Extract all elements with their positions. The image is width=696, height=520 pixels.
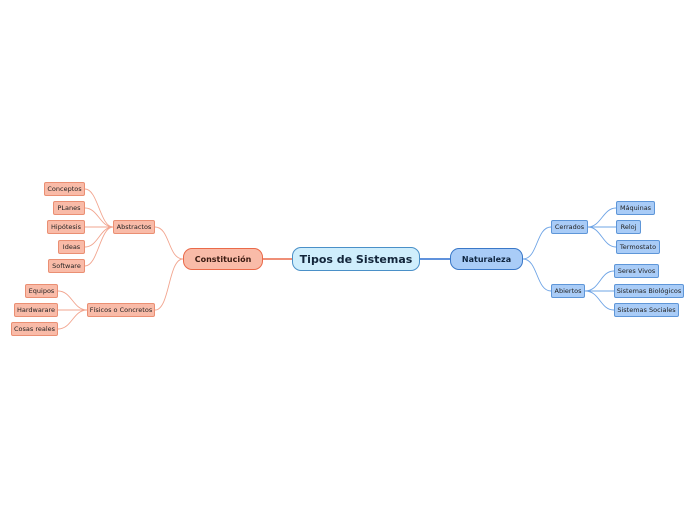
leaf-equipos[interactable]: Equipos	[25, 284, 58, 298]
leaf-label: Hardwarare	[16, 306, 56, 314]
leaf-label: PLanes	[57, 204, 81, 212]
leaf-ideas[interactable]: Ideas	[58, 240, 85, 254]
leaf-termostato[interactable]: Termostato	[616, 240, 660, 254]
central-topic-label: Tipos de Sistemas	[299, 252, 413, 266]
leaf-label: Reloj	[620, 223, 637, 231]
leaf-label: Ideas	[62, 243, 81, 251]
branch-constitucion[interactable]: Constitución	[183, 248, 263, 270]
connector-cerrados	[522, 226, 552, 260]
leaf-label: Software	[52, 262, 81, 270]
connector-conceptos	[84, 188, 114, 228]
leaf-label: Cosas reales	[13, 325, 56, 333]
leaf-label: Máquinas	[619, 204, 652, 212]
leaf-planes[interactable]: PLanes	[53, 201, 85, 215]
leaf-sistemas-sociales[interactable]: Sistemas Sociales	[614, 303, 679, 317]
branch-constitucion-label: Constitución	[194, 254, 252, 264]
subtopic-label: Abiertos	[554, 287, 582, 295]
connector-seres-vivos	[584, 270, 615, 292]
leaf-label: Sistemas Biológicos	[616, 287, 682, 295]
subtopic-label: Abstractos	[116, 223, 152, 231]
subtopic-label: Cerrados	[554, 223, 585, 231]
branch-naturaleza[interactable]: Naturaleza	[450, 248, 523, 270]
connector-ideas	[84, 226, 114, 248]
leaf-hipotesis[interactable]: Hipótesis	[47, 220, 85, 234]
leaf-software[interactable]: Software	[48, 259, 85, 273]
leaf-label: Hipótesis	[51, 223, 81, 231]
leaf-cosas-reales[interactable]: Cosas reales	[11, 322, 58, 336]
subtopic-abiertos[interactable]: Abiertos	[551, 284, 585, 298]
leaf-hardwarare[interactable]: Hardwarare	[14, 303, 58, 317]
connector-termostato	[587, 226, 617, 248]
connector-sistemas-sociales	[584, 290, 615, 311]
branch-naturaleza-label: Naturaleza	[461, 254, 512, 264]
subtopic-label: Físicos o Concretos	[89, 306, 153, 314]
leaf-sistemas-biologicos[interactable]: Sistemas Biológicos	[614, 284, 684, 298]
leaf-conceptos[interactable]: Conceptos	[44, 182, 85, 196]
connector-equipos	[57, 290, 88, 311]
leaf-label: Conceptos	[47, 185, 82, 193]
leaf-reloj[interactable]: Reloj	[616, 220, 641, 234]
connector-fisicos	[154, 258, 184, 311]
subtopic-abstractos[interactable]: Abstractos	[113, 220, 155, 234]
connector-abstractos	[154, 226, 184, 260]
connector-software	[84, 226, 114, 267]
leaf-seres-vivos[interactable]: Seres Vivos	[614, 264, 659, 278]
leaf-label: Sistemas Sociales	[617, 306, 676, 314]
connector-cosas-reales	[57, 309, 88, 330]
leaf-label: Termostato	[619, 243, 657, 251]
leaf-label: Equipos	[28, 287, 55, 295]
leaf-label: Seres Vivos	[617, 267, 656, 275]
subtopic-cerrados[interactable]: Cerrados	[551, 220, 588, 234]
connector-abiertos	[522, 258, 552, 292]
connector-planes	[84, 207, 114, 228]
leaf-maquinas[interactable]: Máquinas	[616, 201, 655, 215]
subtopic-fisicos-o-concretos[interactable]: Físicos o Concretos	[87, 303, 155, 317]
connector-maquinas	[587, 207, 617, 228]
central-topic-node[interactable]: Tipos de Sistemas	[292, 247, 420, 271]
